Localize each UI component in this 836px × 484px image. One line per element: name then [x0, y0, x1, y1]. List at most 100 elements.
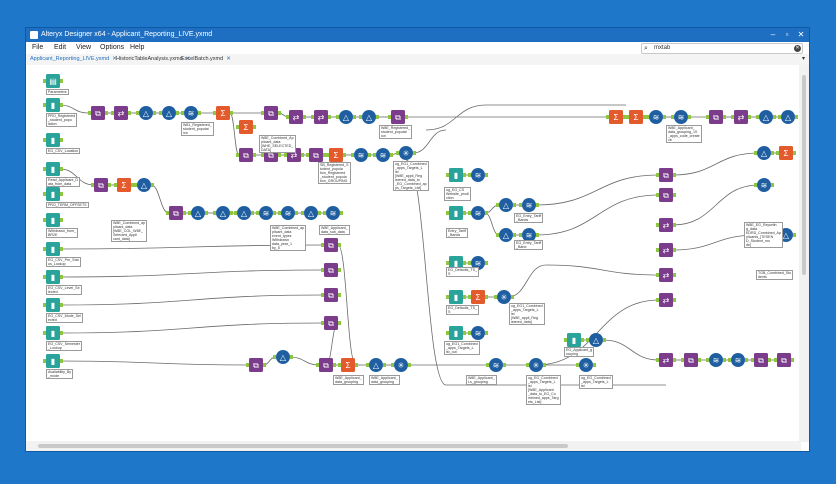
search-box[interactable]: ⌕ mxtab ✕	[641, 43, 803, 54]
filter-tool-icon[interactable]: △	[756, 110, 776, 124]
join-tool-icon[interactable]: ⧉	[166, 206, 186, 220]
filter-tool-icon[interactable]: △	[136, 106, 156, 120]
browse-tool-icon[interactable]: ▤	[43, 74, 63, 88]
filter-tool-icon[interactable]: △	[336, 110, 356, 124]
summarize-tool-icon[interactable]: Σ	[468, 290, 488, 304]
filter-tool-icon[interactable]: △	[496, 228, 516, 242]
input-data-tool-icon[interactable]: ▮	[43, 270, 63, 284]
transpose-tool-icon[interactable]: ✳	[391, 358, 411, 372]
summarize-tool-icon[interactable]: Σ	[326, 148, 346, 162]
join-tool-icon[interactable]: ⧉	[681, 353, 701, 367]
select-tool-icon[interactable]: ⇄	[656, 268, 676, 282]
input-data-tool-icon[interactable]: ▮	[43, 298, 63, 312]
summarize-tool-icon[interactable]: Σ	[213, 106, 233, 120]
formula-tool-icon[interactable]: ≋	[373, 148, 393, 162]
menu-file[interactable]: File	[32, 44, 44, 51]
formula-tool-icon[interactable]: ≋	[486, 358, 506, 372]
formula-tool-icon[interactable]: ≋	[671, 110, 691, 124]
menu-view[interactable]: View	[76, 44, 92, 51]
input-data-tool-icon[interactable]: ▮	[564, 333, 584, 347]
close-tab-icon[interactable]: ✕	[112, 56, 117, 62]
filter-tool-icon[interactable]: △	[778, 110, 798, 124]
tab-applicant-reporting[interactable]: Applicant_Reporting_LIVE.yxmd✕	[30, 56, 117, 62]
join-tool-icon[interactable]: ⧉	[91, 178, 111, 192]
filter-tool-icon[interactable]: △	[301, 206, 321, 220]
input-data-tool-icon[interactable]: ▮	[43, 354, 63, 368]
formula-tool-icon[interactable]: ≋	[351, 148, 371, 162]
clear-search-icon[interactable]: ✕	[794, 45, 801, 52]
transpose-tool-icon[interactable]: ✳	[526, 358, 546, 372]
join-tool-icon[interactable]: ⧉	[316, 358, 336, 372]
formula-tool-icon[interactable]: ≋	[468, 168, 488, 182]
formula-tool-icon[interactable]: ≋	[468, 326, 488, 340]
minimize-button[interactable]: –	[770, 30, 776, 39]
filter-tool-icon[interactable]: △	[234, 206, 254, 220]
join-tool-icon[interactable]: ⧉	[321, 263, 341, 277]
formula-tool-icon[interactable]: ≋	[728, 353, 748, 367]
tab-excel-batch[interactable]: ExcelBatch.yxmd✕	[181, 56, 231, 62]
input-data-tool-icon[interactable]: ▮	[43, 162, 63, 176]
input-data-tool-icon[interactable]: ▮	[43, 133, 63, 147]
close-window-button[interactable]: ✕	[797, 30, 805, 39]
filter-tool-icon[interactable]: △	[213, 206, 233, 220]
filter-tool-icon[interactable]: △	[754, 146, 774, 160]
filter-tool-icon[interactable]: △	[366, 358, 386, 372]
summarize-tool-icon[interactable]: Σ	[606, 110, 626, 124]
input-data-tool-icon[interactable]: ▮	[43, 187, 63, 201]
select-tool-icon[interactable]: ⇄	[311, 110, 331, 124]
filter-tool-icon[interactable]: △	[273, 350, 293, 364]
join-tool-icon[interactable]: ⧉	[774, 353, 794, 367]
horizontal-scrollbar[interactable]	[26, 441, 801, 451]
filter-tool-icon[interactable]: △	[496, 198, 516, 212]
select-tool-icon[interactable]: ⇄	[656, 353, 676, 367]
join-tool-icon[interactable]: ⧉	[88, 106, 108, 120]
input-data-tool-icon[interactable]: ▮	[446, 168, 466, 182]
filter-tool-icon[interactable]: △	[359, 110, 379, 124]
summarize-tool-icon[interactable]: Σ	[236, 120, 256, 134]
search-input[interactable]: mxtab	[654, 45, 671, 51]
input-data-tool-icon[interactable]: ▮	[446, 206, 466, 220]
join-tool-icon[interactable]: ⧉	[236, 148, 256, 162]
summarize-tool-icon[interactable]: Σ	[114, 178, 134, 192]
formula-tool-icon[interactable]: ≋	[646, 110, 666, 124]
summarize-tool-icon[interactable]: Σ	[776, 146, 796, 160]
join-tool-icon[interactable]: ⧉	[706, 110, 726, 124]
transpose-tool-icon[interactable]: ✳	[396, 146, 416, 160]
summarize-tool-icon[interactable]: Σ	[626, 110, 646, 124]
filter-tool-icon[interactable]: △	[159, 106, 179, 120]
summarize-tool-icon[interactable]: Σ	[338, 358, 358, 372]
select-tool-icon[interactable]: ⇄	[286, 110, 306, 124]
select-tool-icon[interactable]: ⇄	[111, 106, 131, 120]
close-tab-icon[interactable]: ✕	[226, 56, 231, 62]
select-tool-icon[interactable]: ⇄	[656, 293, 676, 307]
filter-tool-icon[interactable]: △	[586, 333, 606, 347]
join-tool-icon[interactable]: ⧉	[246, 358, 266, 372]
vertical-scroll-thumb[interactable]	[802, 75, 806, 275]
formula-tool-icon[interactable]: ≋	[519, 198, 539, 212]
join-tool-icon[interactable]: ⧉	[306, 148, 326, 162]
formula-tool-icon[interactable]: ≋	[519, 228, 539, 242]
transpose-tool-icon[interactable]: ✳	[494, 290, 514, 304]
select-tool-icon[interactable]: ⇄	[656, 243, 676, 257]
menu-options[interactable]: Options	[100, 44, 125, 51]
input-data-tool-icon[interactable]: ▮	[446, 326, 466, 340]
transpose-tool-icon[interactable]: ✳	[576, 358, 596, 372]
formula-tool-icon[interactable]: ≋	[468, 256, 488, 270]
maximize-button[interactable]: ▫	[785, 30, 789, 39]
select-tool-icon[interactable]: ⇄	[731, 110, 751, 124]
formula-tool-icon[interactable]: ≋	[181, 106, 201, 120]
formula-tool-icon[interactable]: ≋	[323, 206, 343, 220]
formula-tool-icon[interactable]: ≋	[468, 206, 488, 220]
formula-tool-icon[interactable]: ≋	[754, 178, 774, 192]
close-tab-icon[interactable]: ✕	[185, 56, 191, 62]
select-tool-icon[interactable]: ⇄	[656, 218, 676, 232]
filter-tool-icon[interactable]: △	[188, 206, 208, 220]
menu-edit[interactable]: Edit	[54, 44, 67, 51]
input-data-tool-icon[interactable]: ▮	[43, 98, 63, 112]
input-data-tool-icon[interactable]: ▮	[446, 256, 466, 270]
horizontal-scroll-thumb[interactable]	[38, 444, 568, 448]
join-tool-icon[interactable]: ⧉	[388, 110, 408, 124]
tab-historic-table-analysis[interactable]: HistoricTableAnalysis.yxmd✕	[116, 56, 190, 62]
input-data-tool-icon[interactable]: ▮	[446, 290, 466, 304]
